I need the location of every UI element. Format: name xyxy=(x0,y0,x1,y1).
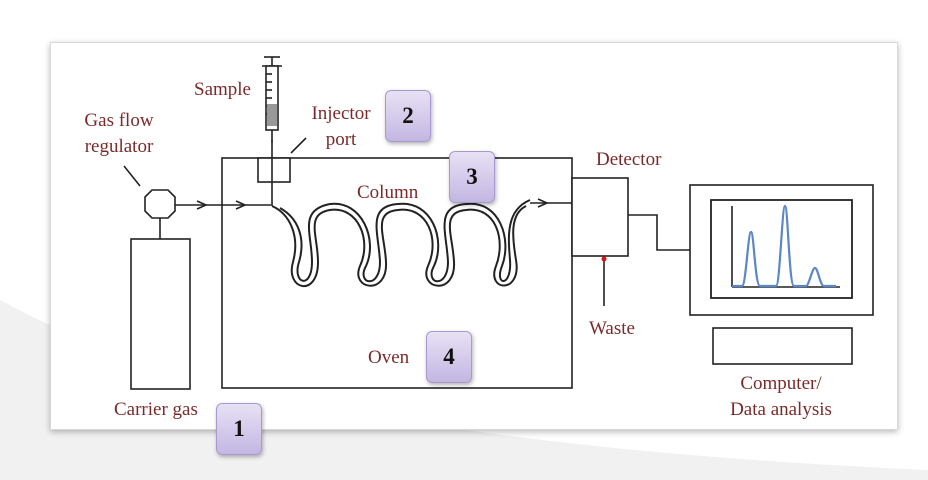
sample-label: Sample xyxy=(194,79,251,100)
regulator-pointer xyxy=(123,165,141,187)
step-badge-3: 3 xyxy=(449,151,495,203)
carrier-gas-cylinder xyxy=(130,238,191,390)
step-badge-1: 1 xyxy=(216,403,262,455)
waste-label: Waste xyxy=(589,318,635,339)
keyboard xyxy=(712,327,853,365)
syringe-icon xyxy=(262,56,282,142)
detector-box xyxy=(571,177,629,257)
gas-arrow-1 xyxy=(196,200,208,210)
injector-port-label: Injector port xyxy=(311,103,371,150)
signal-cable xyxy=(628,214,690,251)
column-arrow xyxy=(537,198,549,208)
step-badge-4: 4 xyxy=(426,331,472,383)
monitor-screen xyxy=(710,199,853,299)
gas-arrow-2 xyxy=(235,200,247,210)
regulator-icon xyxy=(144,189,176,219)
injector-port-box xyxy=(257,157,291,183)
column-label: Column xyxy=(357,182,419,203)
gas-flow-regulator-label: Gas flow regulator xyxy=(84,110,154,157)
oven-label: Oven xyxy=(368,347,410,368)
computer-label: Computer/ Data analysis xyxy=(730,373,832,420)
detector-label: Detector xyxy=(596,149,662,170)
oven-box xyxy=(221,157,573,389)
chromatogram-trace xyxy=(732,204,836,288)
waste-dot xyxy=(601,256,607,262)
carrier-gas-label: Carrier gas xyxy=(114,399,198,420)
injector-pointer xyxy=(290,137,307,154)
step-badge-2: 2 xyxy=(385,90,431,142)
column-coil xyxy=(271,199,531,287)
